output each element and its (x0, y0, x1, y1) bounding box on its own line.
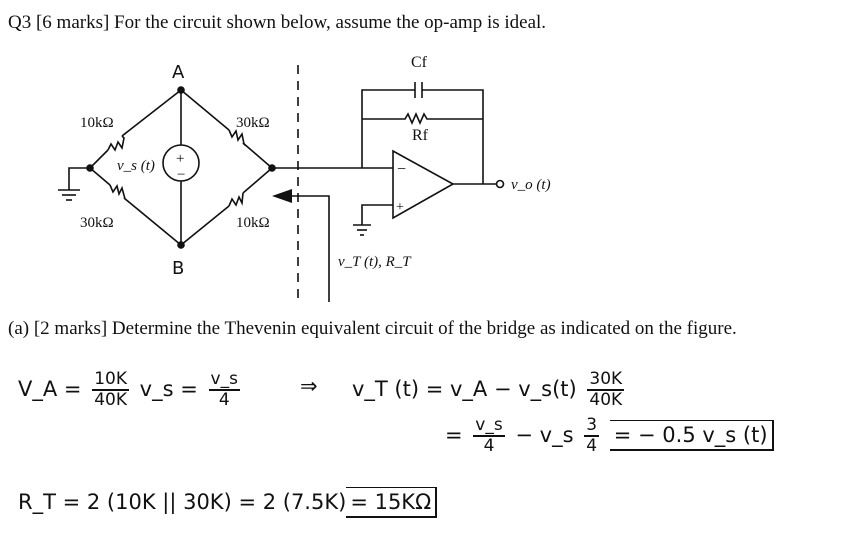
source-plus: + (176, 151, 184, 167)
line2-f2-num: 3 (584, 415, 600, 437)
node-a-label: A (172, 62, 185, 83)
vt-frac-num: 30K (587, 369, 625, 391)
output-label: v_o (t) (511, 177, 551, 193)
implies-arrow: ⇒ (300, 374, 318, 398)
opamp-minus: − (397, 161, 406, 178)
opamp-plus: + (396, 200, 404, 215)
line2-eq: = (445, 423, 463, 447)
part-a-prompt: (a) [2 marks] Determine the Thevenin equ… (8, 318, 737, 339)
va-vs: v_s (139, 377, 174, 401)
question-header: Q3 [6 marks] For the circuit shown below… (8, 12, 547, 33)
thevenin-arrow-icon (272, 189, 330, 302)
r-bottom-left-label: 30kΩ (80, 215, 114, 231)
bridge (68, 86, 276, 249)
va-res-num: v_s (208, 369, 240, 391)
node-b-label: B (172, 258, 184, 279)
source-minus: − (177, 167, 185, 183)
line2-minus: − v_s (515, 423, 574, 447)
rf-label: Rf (412, 127, 429, 144)
vt-lhs: v_T (t) = v_A − v_s(t) (352, 377, 577, 401)
va-frac-den: 40K (94, 390, 127, 410)
ground-icon (58, 189, 80, 201)
line2-f1-den: 4 (483, 436, 495, 456)
r-top-right-label: 30kΩ (236, 115, 270, 131)
vt-frac-den: 40K (589, 390, 623, 410)
va-frac-num: 10K (92, 369, 129, 391)
line2-f1-num: v_s (473, 415, 505, 437)
op-amp (272, 82, 505, 236)
cf-label: Cf (411, 54, 428, 71)
rt-result-boxed: = 15KΩ (346, 487, 438, 518)
line2-f2-den: 4 (586, 436, 598, 456)
r-top-left-label: 10kΩ (80, 115, 114, 131)
vt-result-boxed: = − 0.5 v_s (t) (609, 420, 774, 451)
va-lhs: V_A = (18, 377, 82, 401)
r-bottom-right-label: 10kΩ (236, 215, 270, 231)
rt-line: R_T = 2 (10K || 30K) = 2 (7.5K) (18, 490, 347, 514)
va-res-den: 4 (218, 390, 230, 410)
va-eq: = (180, 377, 198, 401)
source-label: v_s (t) (117, 158, 155, 174)
circuit-diagram: A B 10kΩ 30kΩ 30kΩ 10kΩ v_s (t) + − Cf R… (58, 54, 551, 302)
thevenin-label: v_T (t), R_T (338, 254, 412, 270)
rt-equation: R_T = 2 (10K || 30K) = 2 (7.5K)= 15KΩ (18, 487, 438, 518)
